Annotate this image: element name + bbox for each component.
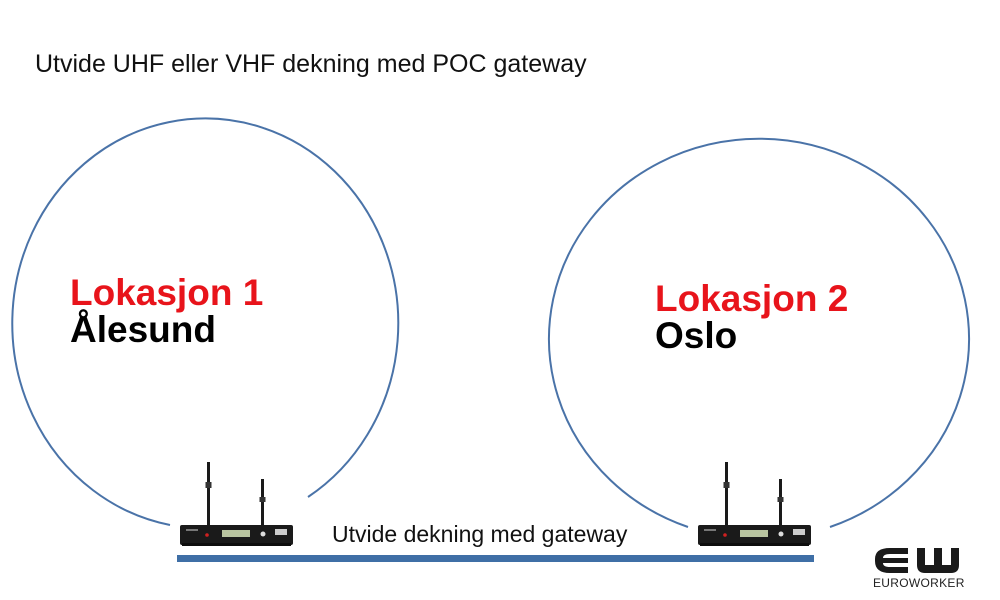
location-1-label: Lokasjon 1 <box>70 272 264 313</box>
link-label: Utvide dekning med gateway <box>332 521 628 547</box>
gateway-link-bar <box>177 555 814 562</box>
location-2: Lokasjon 2 Oslo <box>655 280 848 354</box>
location-1: Lokasjon 1 Ålesund <box>70 274 263 348</box>
gateway-device-1 <box>180 462 293 546</box>
coverage-area-2 <box>548 137 970 528</box>
location-2-label: Lokasjon 2 <box>655 278 849 319</box>
coverage-area-1 <box>11 117 400 526</box>
euroworker-logo: EUROWORKER <box>872 545 982 590</box>
euroworker-logo-icon <box>875 548 959 573</box>
logo-brand-text: EUROWORKER <box>873 576 965 590</box>
location-2-city: Oslo <box>655 315 738 356</box>
location-1-city: Ålesund <box>70 309 216 350</box>
diagram-title: Utvide UHF eller VHF dekning med POC gat… <box>35 50 587 78</box>
gateway-device-2 <box>698 462 811 546</box>
